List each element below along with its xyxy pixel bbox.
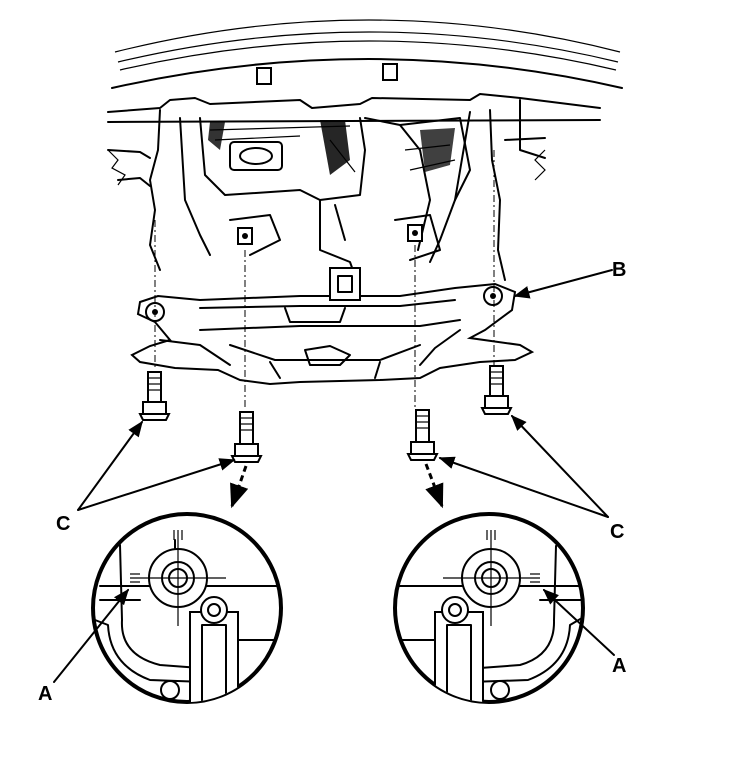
leader-lines [53, 269, 615, 683]
detail-view-left [91, 512, 283, 704]
front-subframe [130, 267, 535, 386]
callout-label-c-right: C [610, 521, 624, 543]
detail-view-right [393, 512, 585, 704]
callout-label-a-right: A [612, 655, 626, 677]
bolt-axis-lines [154, 150, 495, 410]
callout-label-b: B [612, 259, 626, 281]
callout-label-c-left: C [56, 513, 70, 535]
vehicle-body [107, 19, 623, 291]
bolt-outer-left [138, 371, 171, 421]
bolt-inner-left [230, 411, 263, 463]
bolt-outer-right [480, 365, 513, 415]
callout-label-a-left: A [38, 683, 52, 705]
bolt-inner-right [406, 409, 439, 461]
